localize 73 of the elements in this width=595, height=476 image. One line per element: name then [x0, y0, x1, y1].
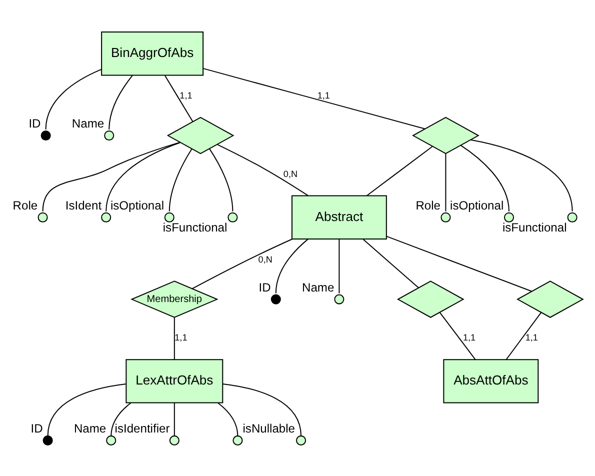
edge-label: 1,1: [174, 332, 188, 342]
node-label: isNullable: [242, 421, 295, 436]
connector: [217, 144, 308, 196]
node-circle: [228, 212, 238, 222]
node-box: AbsAttOfAbs: [443, 358, 539, 403]
connector: [362, 238, 419, 288]
node-label: isOptional: [110, 198, 164, 212]
connector: [47, 382, 126, 436]
node-label: IsIdent: [65, 198, 102, 212]
connector: [45, 68, 102, 130]
connector: [222, 382, 302, 436]
node-circle: [106, 434, 116, 445]
node-label: Name: [302, 280, 334, 294]
node-circle: [101, 212, 112, 222]
node-diamond: [166, 116, 234, 154]
connector: [106, 142, 180, 211]
connector: [506, 312, 542, 360]
node-label: ID: [258, 280, 271, 294]
connector: [386, 235, 532, 292]
edge-label: 0,N: [258, 254, 272, 264]
node-label: isOptional: [450, 198, 504, 212]
node-label: isFunctional: [162, 220, 228, 234]
node-dot: [40, 130, 51, 140]
node-circle: [504, 212, 514, 222]
node-label: Role: [12, 198, 38, 212]
node-circle: [232, 434, 243, 445]
node-diamond: [412, 116, 480, 154]
node-circle: [38, 212, 48, 222]
node-box: LexAttrOfAbs: [126, 358, 224, 403]
node-label: Role: [416, 198, 441, 212]
node-circle: [567, 212, 578, 222]
node-circle: [104, 130, 114, 140]
connector: [108, 74, 133, 129]
edge-label: 1,1: [180, 90, 192, 100]
connector: [460, 144, 510, 211]
node-label: ID: [30, 421, 43, 436]
node-label: isFunctional: [502, 220, 567, 234]
node-circle: [164, 212, 174, 222]
connector: [174, 402, 175, 436]
connector: [42, 141, 180, 211]
node-label: isIdentifier: [114, 421, 170, 436]
connector: [164, 74, 194, 122]
node-diamond: [396, 280, 464, 318]
connector: [366, 146, 433, 196]
connector: [168, 148, 192, 211]
connector: [174, 317, 175, 359]
node-circle: [296, 434, 306, 445]
edge-label: 1,1: [525, 332, 538, 342]
connector: [110, 402, 132, 436]
connector: [338, 238, 340, 293]
node-box: BinAggrOfAbs: [101, 31, 204, 76]
edge-label: 0,N: [283, 168, 298, 178]
node-label: Name: [72, 116, 104, 130]
connector: [275, 238, 308, 293]
connector: [218, 402, 238, 436]
connector: [202, 67, 425, 129]
edge-label: 1,1: [317, 90, 330, 100]
node-circle: [169, 434, 180, 445]
node-box: Abstract: [291, 194, 387, 239]
connector: [209, 148, 234, 211]
node-diamond: Membership: [130, 280, 218, 318]
node-dot: [270, 294, 281, 304]
node-label: ID: [28, 116, 41, 130]
node-circle: [440, 212, 451, 222]
node-dot: [42, 434, 53, 445]
node-label: Name: [74, 421, 106, 436]
connector: [470, 138, 573, 211]
connector: [445, 153, 446, 211]
connector: [439, 312, 476, 360]
edge-label: 1,1: [463, 332, 476, 342]
connector: [192, 238, 292, 289]
node-circle: [334, 294, 344, 304]
node-diamond: [516, 280, 584, 318]
